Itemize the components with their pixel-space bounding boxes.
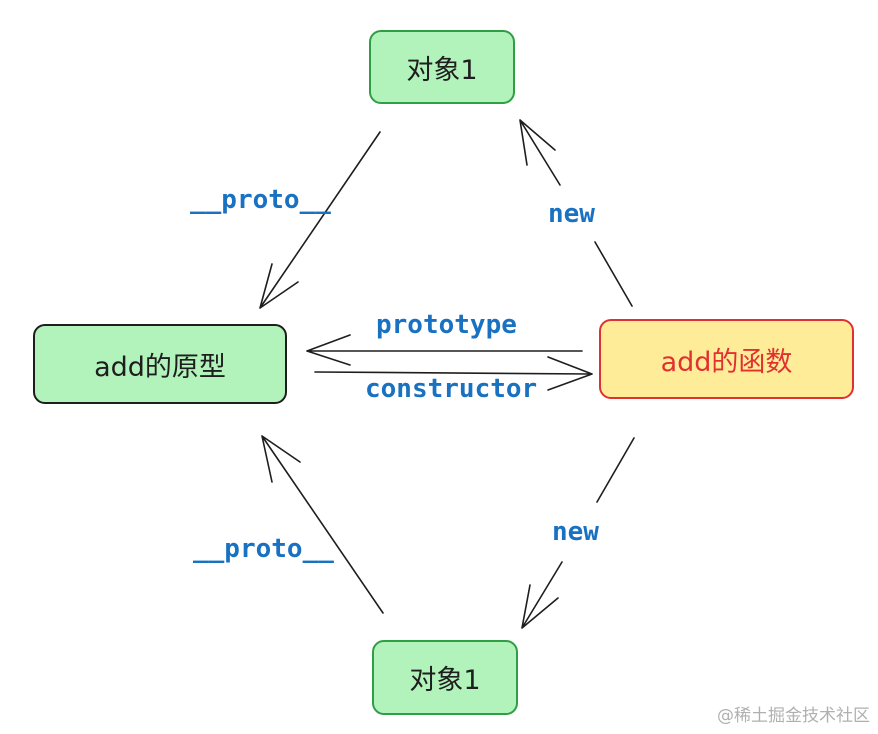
function-node[interactable]: add的函数 <box>599 319 854 399</box>
arrow-new-top <box>519 119 633 307</box>
edge-label-proto-bottom: __proto__ <box>193 534 334 564</box>
edge-label-new-bottom: new <box>552 517 599 547</box>
object-node-top-label: 对象1 <box>406 54 478 86</box>
prototype-node[interactable]: add的原型 <box>33 324 287 404</box>
edge-label-prototype: prototype <box>376 310 517 340</box>
arrow-constructor <box>314 356 593 391</box>
edge-label-constructor: constructor <box>365 374 538 404</box>
object-node-bottom[interactable]: 对象1 <box>372 640 518 715</box>
arrow-proto-bottom <box>261 435 384 614</box>
function-node-label: add的函数 <box>660 346 793 378</box>
object-node-bottom-label: 对象1 <box>409 665 481 696</box>
arrow-new-bottom <box>521 437 635 629</box>
prototype-node-label: add的原型 <box>94 351 226 383</box>
arrow-prototype <box>306 334 583 366</box>
edge-label-new-top: new <box>548 199 595 229</box>
watermark: @稀土掘金技术社区 <box>717 706 870 726</box>
edge-label-proto-top: __proto__ <box>190 185 331 215</box>
arrow-proto-top <box>259 131 381 309</box>
object-node-top[interactable]: 对象1 <box>369 30 515 104</box>
